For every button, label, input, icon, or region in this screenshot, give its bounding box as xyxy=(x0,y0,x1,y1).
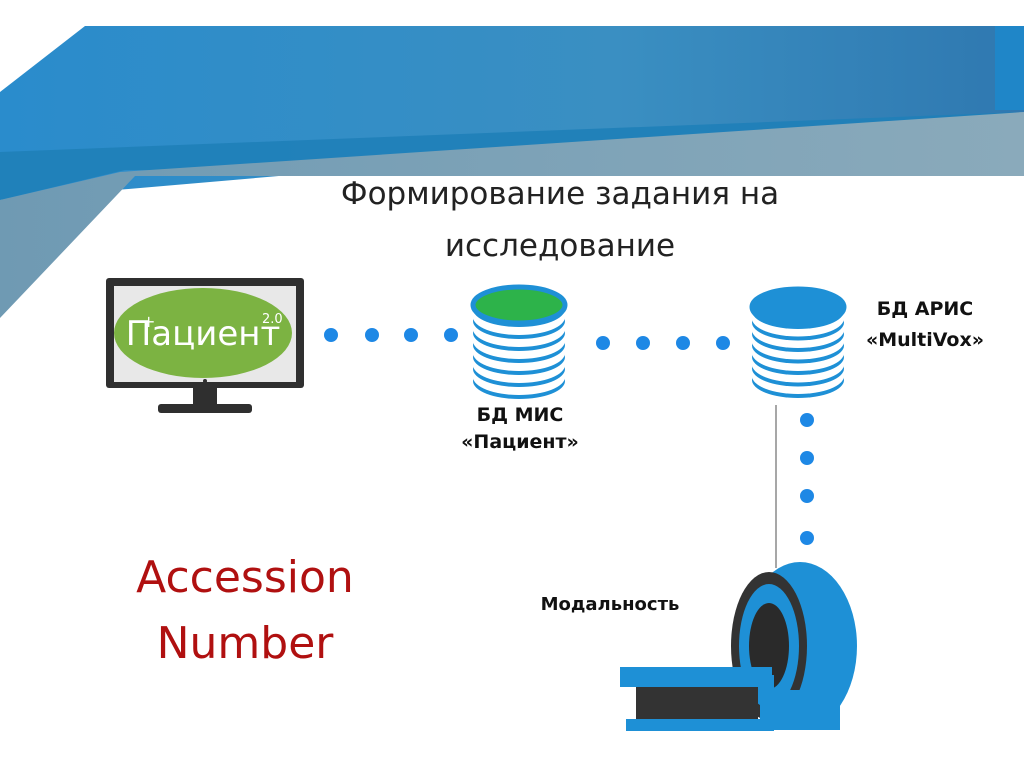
patient-logo-text: Пациент xyxy=(126,314,281,354)
scanner-icon xyxy=(620,562,857,731)
connector-mis-aris xyxy=(596,336,730,350)
connector-monitor-mis xyxy=(324,328,458,342)
diagram-title-line2: исследование xyxy=(444,228,676,264)
database-top-disk xyxy=(749,286,847,328)
mis-db-label-line1: БД МИС xyxy=(476,404,564,426)
mis-db-label-line2: «Пациент» xyxy=(461,431,579,453)
database-mis-icon xyxy=(470,284,568,399)
modality-label: Модальность xyxy=(540,594,680,615)
aris-db-label-line1: БД АРИС xyxy=(876,298,974,320)
connector-aris-modality xyxy=(775,405,814,568)
monitor-icon: Пациент 2.0 + xyxy=(106,278,304,413)
database-top-disk xyxy=(470,284,568,326)
patient-logo-icon xyxy=(114,288,292,378)
accession-number-line2: Number xyxy=(156,618,334,669)
patient-logo-plus: + xyxy=(142,312,155,331)
patient-logo-version: 2.0 xyxy=(262,312,283,327)
database-aris-icon xyxy=(749,286,847,398)
accession-number-line1: Accession xyxy=(136,552,354,603)
diagram-title-line1: Формирование задания на xyxy=(340,176,780,212)
aris-db-label-line2: «MultiVox» xyxy=(865,329,985,351)
header-banner xyxy=(0,26,1024,318)
